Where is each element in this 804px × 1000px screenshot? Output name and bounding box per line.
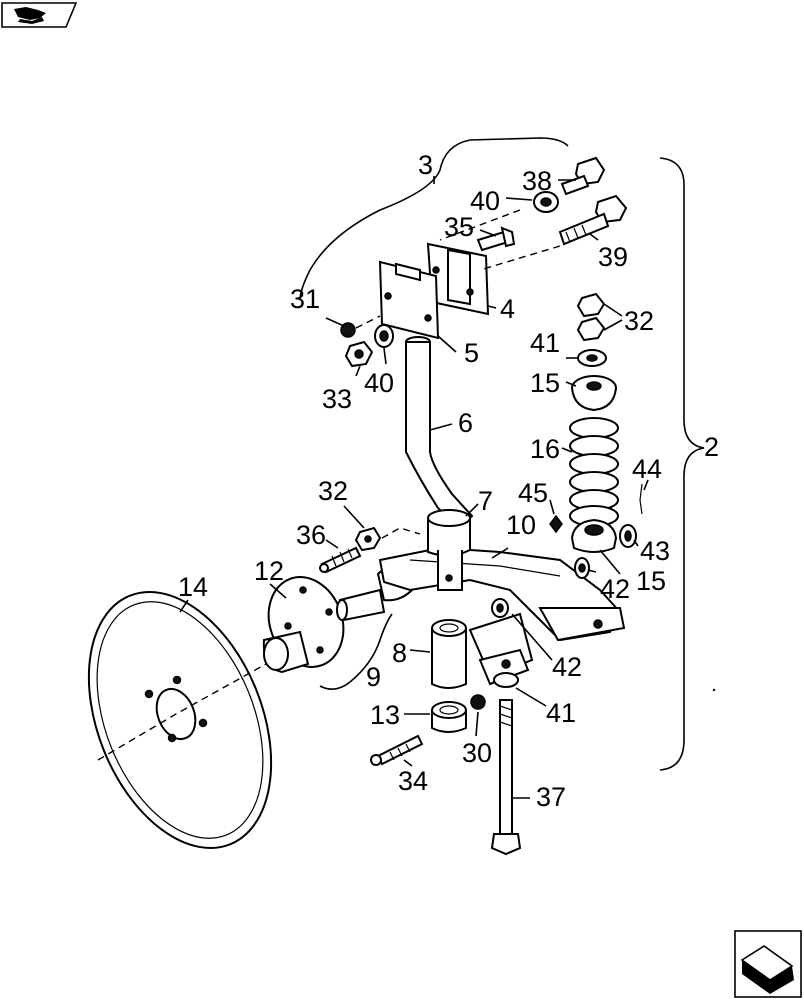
label-5: 5 bbox=[464, 338, 479, 368]
label-7: 7 bbox=[478, 486, 493, 516]
bracket-3 bbox=[299, 137, 569, 301]
label-10: 10 bbox=[506, 510, 536, 540]
washer-40a bbox=[533, 191, 559, 213]
label-9: 9 bbox=[366, 662, 381, 692]
label-37: 37 bbox=[536, 782, 566, 812]
label-45: 45 bbox=[518, 478, 548, 508]
label-12: 12 bbox=[254, 556, 284, 586]
nut-31 bbox=[340, 322, 356, 338]
label-30: 30 bbox=[462, 738, 492, 768]
label-32: 32 bbox=[624, 306, 654, 336]
cup-15a bbox=[571, 375, 617, 412]
washer-42b bbox=[491, 598, 509, 618]
washer-41b bbox=[493, 672, 519, 688]
label-40: 40 bbox=[364, 368, 394, 398]
label-44: 44 bbox=[632, 454, 662, 484]
bolt-35 bbox=[476, 226, 516, 252]
nut-32b bbox=[354, 526, 382, 552]
bushing-13 bbox=[431, 701, 467, 733]
mount-plate-4 bbox=[426, 242, 490, 316]
bracket-9 bbox=[319, 613, 393, 690]
washer-41a bbox=[577, 349, 607, 367]
label-34: 34 bbox=[398, 766, 428, 796]
label-43: 43 bbox=[640, 536, 670, 566]
washer-42a bbox=[574, 557, 590, 579]
nuts-32a bbox=[576, 292, 606, 342]
next-page-button[interactable] bbox=[734, 930, 804, 1000]
label-38: 38 bbox=[522, 166, 552, 196]
book-flag-icon bbox=[14, 7, 46, 24]
label-6: 6 bbox=[458, 408, 473, 438]
hub-12 bbox=[262, 576, 345, 674]
collar-7 bbox=[427, 509, 471, 591]
next-page-arrow-icon bbox=[740, 945, 794, 994]
nut-33 bbox=[344, 340, 374, 368]
label-3: 3 bbox=[418, 150, 433, 180]
label-15: 15 bbox=[530, 368, 560, 398]
bolt-38 bbox=[560, 156, 606, 196]
label-41: 41 bbox=[530, 328, 560, 358]
bolt-34 bbox=[370, 734, 424, 766]
bolt-39 bbox=[558, 194, 628, 246]
label-33: 33 bbox=[322, 384, 352, 414]
label-42: 42 bbox=[552, 652, 582, 682]
label-14: 14 bbox=[178, 572, 208, 602]
pin-44 bbox=[639, 483, 643, 515]
mount-plate-5 bbox=[378, 260, 440, 340]
spring-16 bbox=[569, 417, 619, 527]
label-4: 4 bbox=[500, 294, 515, 324]
cup-15b bbox=[570, 518, 618, 553]
nut-30 bbox=[470, 694, 486, 710]
label-31: 31 bbox=[290, 284, 320, 314]
washer-43 bbox=[619, 524, 637, 548]
bolt-37 bbox=[490, 699, 522, 856]
bracket-2 bbox=[659, 157, 705, 771]
label-35: 35 bbox=[444, 212, 474, 242]
disc-14 bbox=[87, 591, 273, 849]
label-2: 2 bbox=[704, 432, 719, 462]
label-16: 16 bbox=[530, 434, 560, 464]
label-41: 41 bbox=[546, 698, 576, 728]
label-39: 39 bbox=[598, 242, 628, 272]
label-8: 8 bbox=[392, 638, 407, 668]
label-15: 15 bbox=[636, 566, 666, 596]
label-40: 40 bbox=[470, 186, 500, 216]
grease-fitting-45 bbox=[549, 514, 563, 534]
back-to-book-tab[interactable] bbox=[0, 0, 80, 30]
label-36: 36 bbox=[296, 520, 326, 550]
label-32: 32 bbox=[318, 476, 348, 506]
label-42: 42 bbox=[600, 574, 630, 604]
washer-40b bbox=[374, 324, 394, 348]
label-13: 13 bbox=[370, 700, 400, 730]
lower-plate bbox=[468, 612, 534, 686]
bushing-8 bbox=[431, 619, 467, 689]
bolt-36 bbox=[319, 546, 362, 574]
